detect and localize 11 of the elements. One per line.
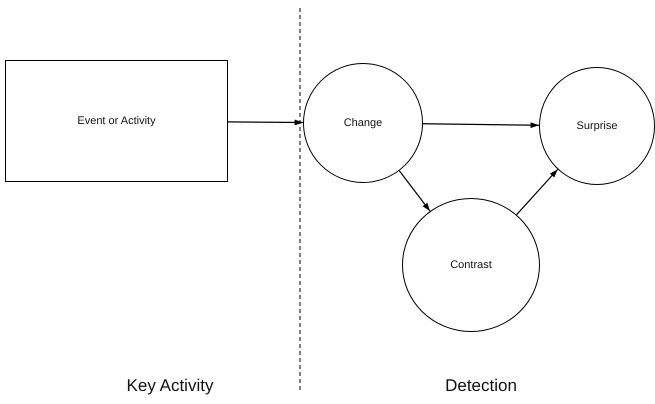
section-label: Detection	[445, 376, 517, 396]
arrow	[422, 122, 540, 128]
node-label: Surprise	[576, 120, 618, 132]
arrow	[398, 170, 430, 212]
arrow	[228, 120, 303, 126]
section-label: Key Activity	[126, 376, 214, 396]
node-label: Change	[344, 117, 382, 129]
node-label: Event or Activity	[77, 115, 156, 127]
arrow	[516, 168, 558, 216]
process-box	[5, 60, 228, 182]
node-label: Contrast	[450, 259, 492, 271]
